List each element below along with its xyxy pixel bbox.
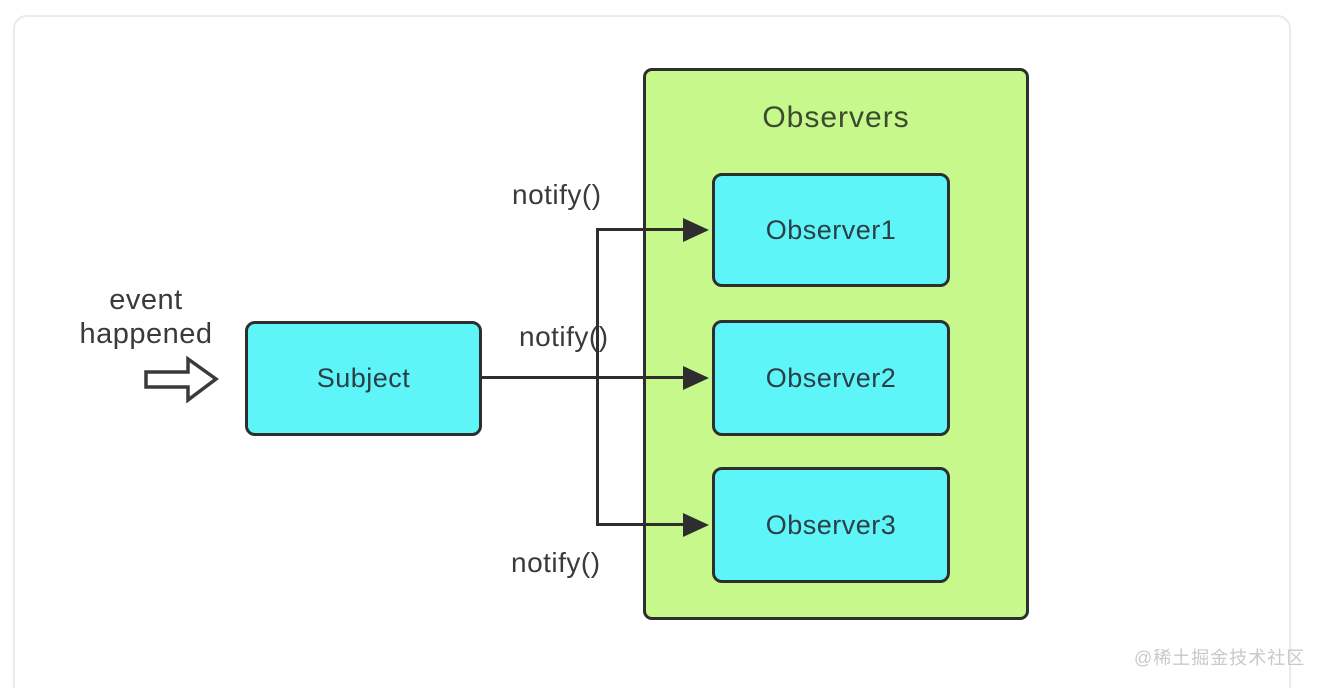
observer2-label: Observer2 (765, 362, 897, 393)
observer3-node: Observer3 (712, 467, 950, 583)
edge-branch-vertical (596, 228, 599, 526)
arrowhead-observer1-icon (683, 218, 709, 242)
edge-branch-to-observer3 (596, 523, 685, 526)
notify-label-1: notify() (512, 179, 602, 210)
observer2-node: Observer2 (712, 320, 950, 436)
observer1-label: Observer1 (765, 214, 897, 245)
event-label-line1: event (109, 284, 183, 316)
notify-label-3: notify() (511, 547, 601, 578)
arrowhead-observer3-icon (683, 513, 709, 537)
observer3-label: Observer3 (765, 509, 897, 540)
edge-subject-to-observer2 (482, 376, 685, 379)
event-happened-label: event happened (58, 283, 234, 351)
notify-label-2: notify() (519, 321, 609, 352)
observers-group-title: Observers (762, 101, 910, 134)
observer1-node: Observer1 (712, 173, 950, 287)
subject-label: Subject (316, 363, 411, 393)
event-label-line2: happened (79, 318, 213, 351)
edge-branch-to-observer1 (596, 228, 685, 231)
arrowhead-observer2-icon (683, 366, 709, 390)
watermark-text: @稀土掘金技术社区 (1134, 648, 1306, 668)
event-arrow-icon (144, 355, 219, 404)
subject-node: Subject (245, 321, 482, 436)
